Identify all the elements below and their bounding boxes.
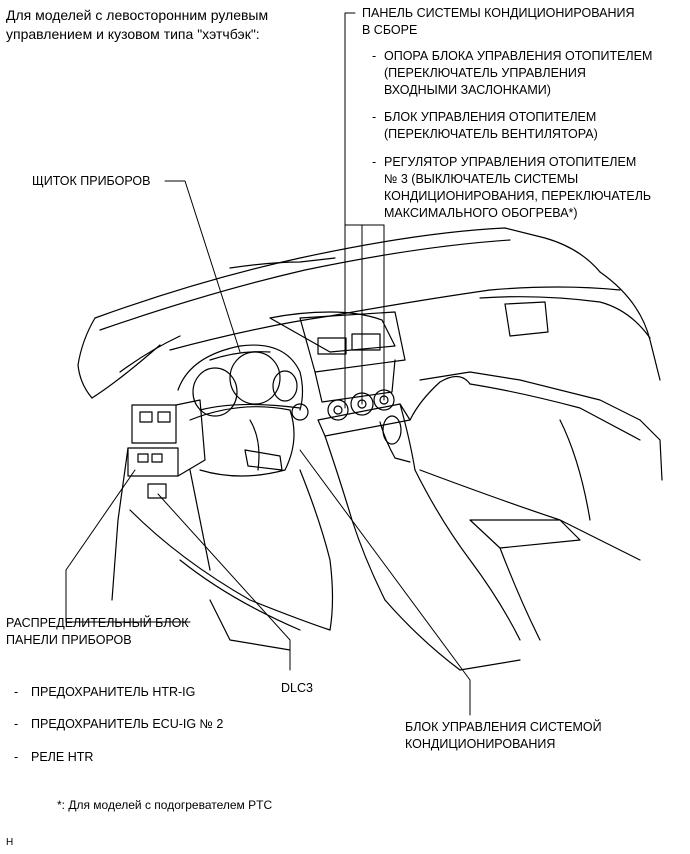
junction-block [111,399,206,601]
heater-regulator-line-2: № 3 (ВЫКЛЮЧАТЕЛЬ СИСТЕМЫ [384,172,579,186]
ac-ecu-label: БЛОК УПРАВЛЕНИЯ СИСТЕМОЙ КОНДИЦИОНИРОВАН… [405,719,602,753]
junction-block-label: РАСПРЕДЕЛИТЕЛЬНЫЙ БЛОК ПАНЕЛИ ПРИБОРОВ [6,615,189,649]
item-dash-1: - [372,49,377,63]
fuse-htr-ig-label: ПРЕДОХРАНИТЕЛЬ HTR-IG [31,685,196,699]
corner-mark: H [6,837,14,848]
dash-top [169,271,661,381]
right-dash [419,301,663,561]
heater-regulator-line-1: РЕГУЛЯТОР УПРАВЛЕНИЯ ОТОПИТЕЛЕМ [384,155,637,169]
ac-panel-label: ПАНЕЛЬ СИСТЕМЫ КОНДИЦИОНИРОВАНИЯ В СБОРЕ [362,5,635,39]
dlc3-label: DLC3 [281,681,313,695]
item-dash-3: - [372,155,377,169]
heater-control-line-1: БЛОК УПРАВЛЕНИЯ ОТОПИТЕЛЕМ [384,110,597,124]
fuse-dash-3: - [14,750,19,764]
instrument-cluster-label: ЩИТОК ПРИБОРОВ [32,174,151,188]
junction-block-line-2: ПАНЕЛИ ПРИБОРОВ [6,633,132,647]
windshield-lines [94,227,601,331]
fuse-dash-2: - [14,717,19,731]
heater-control-base-line-2: (ПЕРЕКЛЮЧАТЕЛЬ УПРАВЛЕНИЯ [384,66,586,80]
relay-htr-label: РЕЛЕ HTR [31,750,94,764]
heater-regulator-line-3: КОНДИЦИОНИРОВАНИЯ, ПЕРЕКЛЮЧАТЕЛЬ [384,189,652,203]
heater-control-base-line-3: ВХОДНЫМИ ЗАСЛОНКАМИ) [384,83,551,97]
intro-text: Для моделей с левосторонним рулевым упра… [6,6,268,44]
fuse-dash-1: - [14,685,19,699]
heater-control-base-line-1: ОПОРА БЛОКА УПРАВЛЕНИЯ ОТОПИТЕЛЕМ [384,49,653,63]
a-pillar [77,317,181,399]
fuse-ecu-ig-label: ПРЕДОХРАНИТЕЛЬ ECU-IG № 2 [31,717,224,731]
heater-control-base-label: ОПОРА БЛОКА УПРАВЛЕНИЯ ОТОПИТЕЛЕМ (ПЕРЕК… [384,48,652,99]
ac-ecu-line-1: БЛОК УПРАВЛЕНИЯ СИСТЕМОЙ [405,720,602,734]
item-dash-2: - [372,110,377,124]
footnote: *: Для моделей с подогревателем PTC [57,798,273,812]
heater-control-line-2: (ПЕРЕКЛЮЧАТЕЛЬ ВЕНТИЛЯТОРА) [384,127,598,141]
heater-control-label: БЛОК УПРАВЛЕНИЯ ОТОПИТЕЛЕМ (ПЕРЕКЛЮЧАТЕЛ… [384,109,598,143]
junction-block-line-1: РАСПРЕДЕЛИТЕЛЬНЫЙ БЛОК [6,616,189,630]
leader-lines [65,12,471,716]
heater-regulator-label: РЕГУЛЯТОР УПРАВЛЕНИЯ ОТОПИТЕЛЕМ № 3 (ВЫК… [384,154,651,222]
ac-ecu-line-2: КОНДИЦИОНИРОВАНИЯ [405,737,556,751]
ac-panel-line-2: В СБОРЕ [362,23,418,37]
steering-column [189,403,309,477]
intro-line-1: Для моделей с левосторонним рулевым [6,7,269,23]
intro-line-2: управлением и кузовом типа "хэтчбэк": [6,26,260,42]
ac-panel-line-1: ПАНЕЛЬ СИСТЕМЫ КОНДИЦИОНИРОВАНИЯ [362,6,635,20]
instrument-cluster [177,344,304,417]
heater-regulator-line-4: МАКСИМАЛЬНОГО ОБОГРЕВА*) [384,206,578,220]
center-console [299,311,471,601]
floor-tunnel [129,469,581,671]
